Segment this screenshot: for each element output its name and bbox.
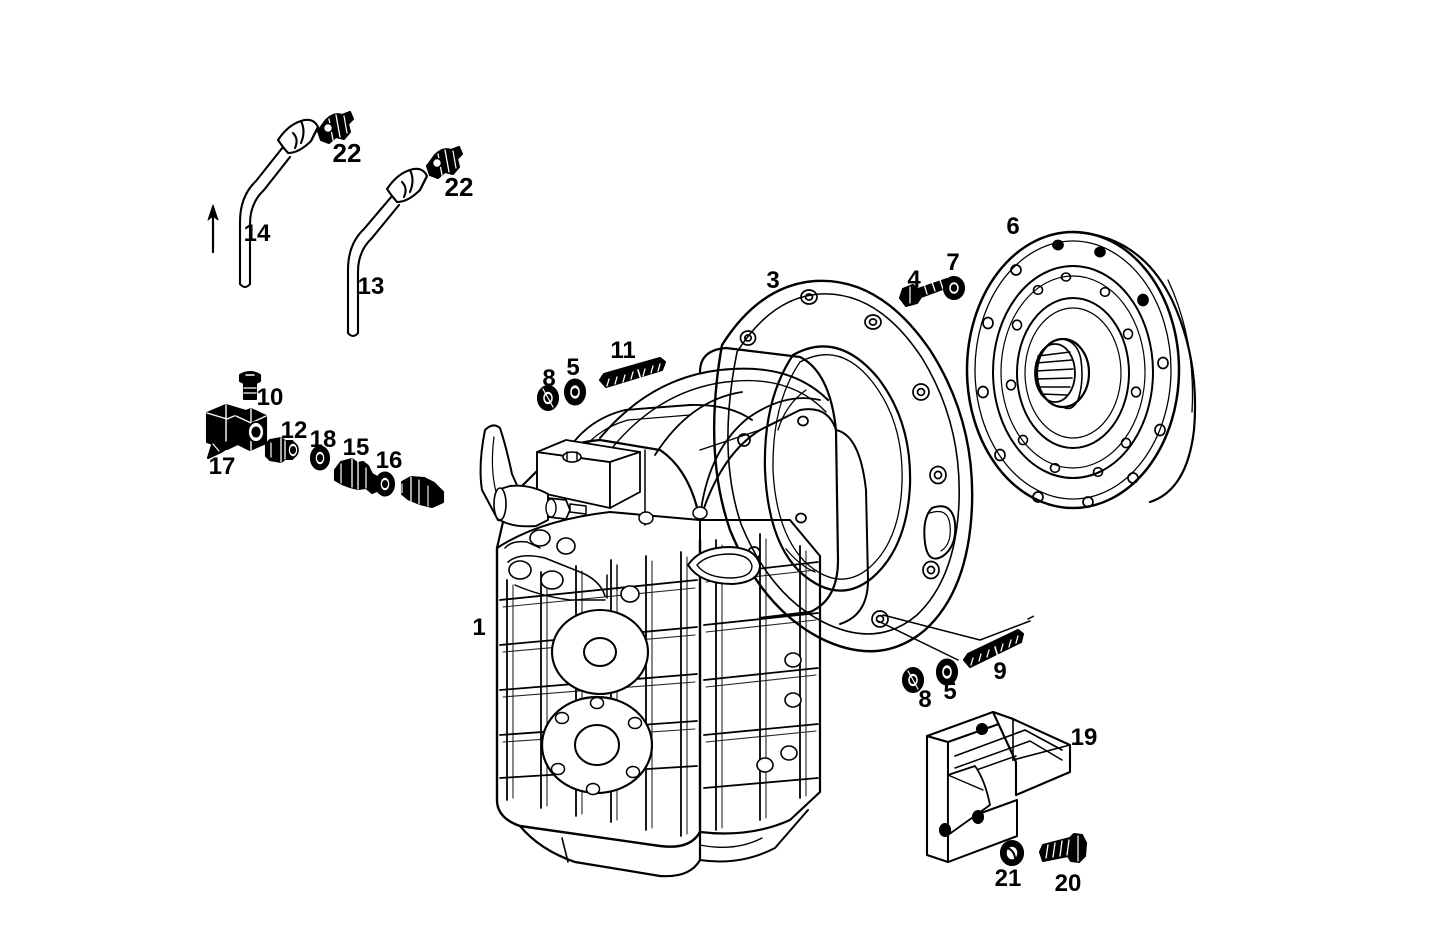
hose-fitting-22b xyxy=(425,145,464,180)
callout-21: 21 xyxy=(994,865,1022,892)
callout-5b: 5 xyxy=(943,678,957,705)
callout-1: 1 xyxy=(472,614,486,641)
lock-washer-21 xyxy=(999,839,1025,867)
callout-16: 16 xyxy=(375,447,403,474)
callout-8b: 8 xyxy=(918,686,932,713)
callout-5a: 5 xyxy=(566,354,580,381)
callout-12: 12 xyxy=(280,417,308,444)
connector-nipple-16 xyxy=(374,471,445,509)
threaded-stud-11 xyxy=(598,356,667,389)
hex-bolt-20 xyxy=(1038,832,1088,864)
callout-8a: 8 xyxy=(542,365,556,392)
callout-18: 18 xyxy=(309,426,337,453)
hex-nut-8b xyxy=(901,666,925,694)
bell-housing-3 xyxy=(712,279,974,653)
oil-cooler-hose-14 xyxy=(238,118,320,289)
fitting-12 xyxy=(264,436,299,464)
callout-14: 14 xyxy=(243,220,271,247)
threaded-stud-9 xyxy=(962,628,1025,669)
hose-fitting-22a xyxy=(316,110,355,145)
callout-10: 10 xyxy=(256,384,284,411)
lock-washer-7 xyxy=(942,275,966,301)
callout-11: 11 xyxy=(610,337,636,364)
callout-17: 17 xyxy=(208,453,236,480)
callout-6: 6 xyxy=(1006,213,1020,240)
callout-13: 13 xyxy=(357,273,385,300)
damper-plate-6 xyxy=(965,230,1197,510)
callout-22b: 22 xyxy=(444,172,474,202)
flow-direction-arrow xyxy=(207,204,219,254)
callout-7: 7 xyxy=(946,249,960,276)
sensor-switch-block-17 xyxy=(205,403,268,460)
callout-20: 20 xyxy=(1054,870,1082,897)
oil-cooler-hose-13 xyxy=(346,167,429,338)
callout-15: 15 xyxy=(342,434,370,461)
callout-22a: 22 xyxy=(332,138,362,168)
leader-lines xyxy=(877,614,1037,661)
transmission-housing-1 xyxy=(479,346,869,878)
callout-4: 4 xyxy=(907,266,921,293)
sealing-washer-18 xyxy=(309,445,331,471)
screw-plug-10 xyxy=(238,370,262,401)
mounting-bracket-19 xyxy=(925,710,1072,864)
flat-washer-5a xyxy=(563,378,587,406)
callout-3: 3 xyxy=(766,267,780,294)
callout-19: 19 xyxy=(1070,724,1098,751)
hex-nut-8a xyxy=(536,384,560,412)
flat-washer-5b xyxy=(935,658,959,686)
callout-9: 9 xyxy=(993,658,1007,685)
